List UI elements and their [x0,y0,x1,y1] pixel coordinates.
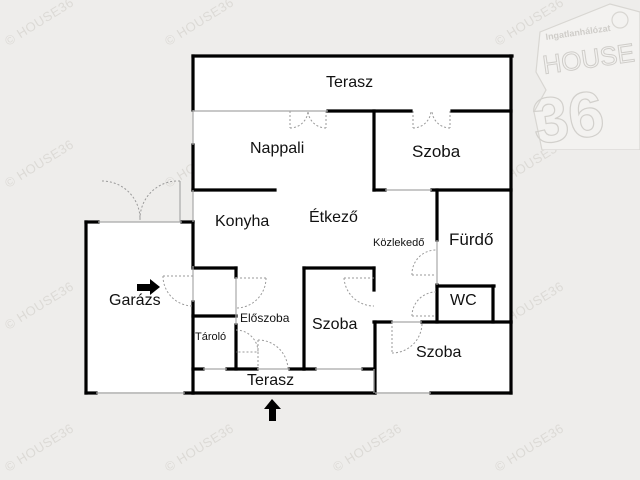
garage-entry-arrow [137,279,160,295]
room-label-terasz-top: Terasz [326,74,374,91]
door-swings [101,110,451,370]
room-label-wc: WC [450,292,477,309]
room-label-konyha: Konyha [215,213,270,230]
room-label-nappali: Nappali [250,140,305,157]
logo-number: 36 [532,77,608,150]
openings [96,110,438,394]
room-label-garazs: Garázs [109,292,161,309]
walls [84,54,514,395]
room-label-szoba-center: Szoba [312,316,358,333]
house36-logo: Ingatlanhálózat HOUSE 36 [527,2,640,158]
room-label-kozlekedo: Közlekedő [373,237,425,249]
main-entry-arrow [264,399,281,421]
room-label-tarolo: Tároló [195,331,227,343]
room-fills [86,55,512,392]
room-label-eloszoba: Előszoba [240,311,290,325]
room-label-etkezo: Étkező [309,209,358,226]
room-label-szoba-se: Szoba [416,344,462,361]
room-label-terasz-bottom: Terasz [247,372,295,389]
room-label-szoba-ne: Szoba [412,142,461,161]
room-label-furdo: Fürdő [449,230,494,249]
